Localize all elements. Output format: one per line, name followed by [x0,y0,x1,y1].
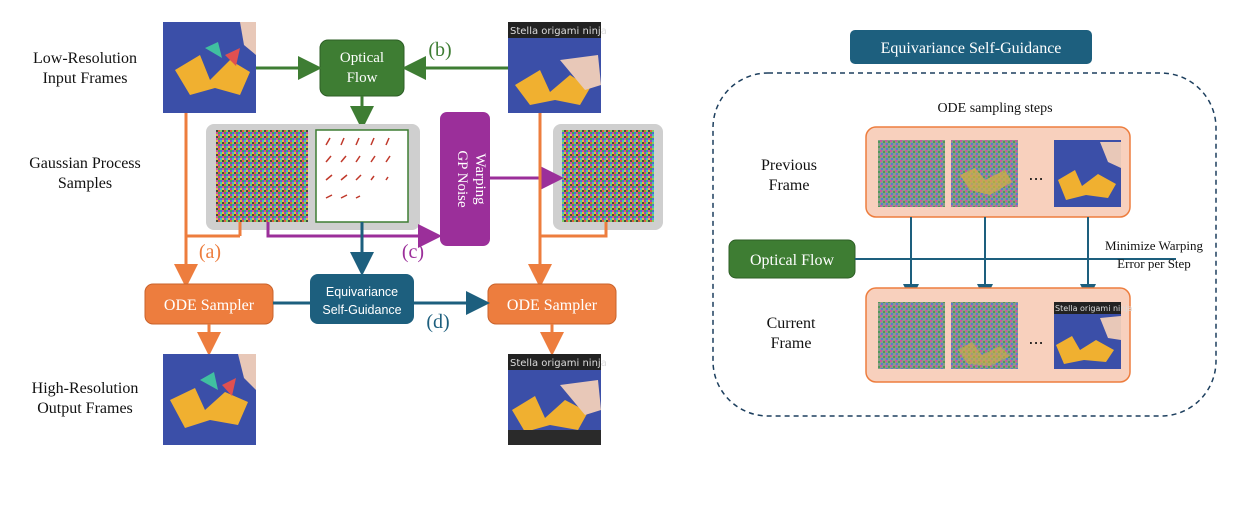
high-res-output-frame-2: Stella origami ninja [508,354,607,445]
label-gp-line1: Gaussian Process [29,155,141,172]
low-res-input-frame-1 [163,22,256,113]
curr-step-final: Stella origami ninja [1054,302,1133,369]
ode-sampler-left-label: ODE Sampler [164,297,255,314]
curr-frame-caption: Stella origami ninja [1055,304,1133,313]
optical-flow-box-right: Optical Flow [728,239,856,279]
label-high-res-line1: High-Resolution [32,380,139,397]
label-low-res-line2: Input Frames [43,70,128,87]
current-frame-line1: Current [767,315,816,332]
minimize-line1: Minimize Warping [1105,238,1204,253]
self-guidance-dashed-frame [712,72,1217,417]
input-frame-caption: Stella origami ninja [510,26,607,37]
prev-step-2 [951,140,1018,207]
optical-flow-line1: Optical [340,50,384,66]
prev-ellipsis: ... [1028,165,1043,184]
flow-field-sample [315,129,409,223]
output-frame-caption: Stella origami ninja [510,358,607,369]
gp-noise-sample-1 [216,130,308,222]
marker-d: (d) [426,311,449,333]
ode-sampler-right-label: ODE Sampler [507,297,598,314]
marker-b: (b) [428,39,451,61]
marker-a: (a) [199,241,221,263]
current-frame-line2: Frame [771,335,812,352]
warped-noise-sample [562,130,654,222]
previous-frame-line2: Frame [769,177,810,194]
gp-noise-warping-line1: GP Noise [454,150,470,208]
ode-steps-label: ODE sampling steps [937,101,1052,116]
optical-flow-right-label: Optical Flow [750,252,834,269]
gp-noise-warping-line2: Warping [472,153,488,205]
ode-sampler-right: ODE Sampler [487,283,617,325]
curr-step-1 [878,302,945,369]
equivariance-title-box: Equivariance Self-Guidance [850,30,1092,64]
equivariance-title: Equivariance Self-Guidance [881,40,1062,57]
ode-sampler-left: ODE Sampler [144,283,274,325]
marker-c: (c) [402,241,424,263]
label-low-res-line1: Low-Resolution [33,50,137,67]
low-res-input-frame-2: Stella origami ninja [508,22,607,113]
minimize-line2: Error per Step [1117,256,1191,271]
label-high-res-line2: Output Frames [37,400,133,417]
optical-flow-line2: Flow [347,70,378,86]
curr-ellipsis: ... [1028,329,1043,348]
equivariance-line2: Self-Guidance [322,303,401,317]
orange-gp-link-right [540,222,608,238]
label-gp-line2: Samples [58,175,112,192]
optical-flow-box: Optical Flow [319,39,405,97]
prev-step-final [1054,140,1121,207]
high-res-output-frame-1 [163,354,256,445]
equivariance-line1: Equivariance [326,285,398,299]
previous-frame-line1: Previous [761,157,817,174]
gp-noise-warping-box: GP Noise Warping [440,112,490,246]
prev-step-1 [878,140,945,207]
equivariance-box: Equivariance Self-Guidance [310,274,414,324]
arrow-noise-to-warping [266,222,442,248]
